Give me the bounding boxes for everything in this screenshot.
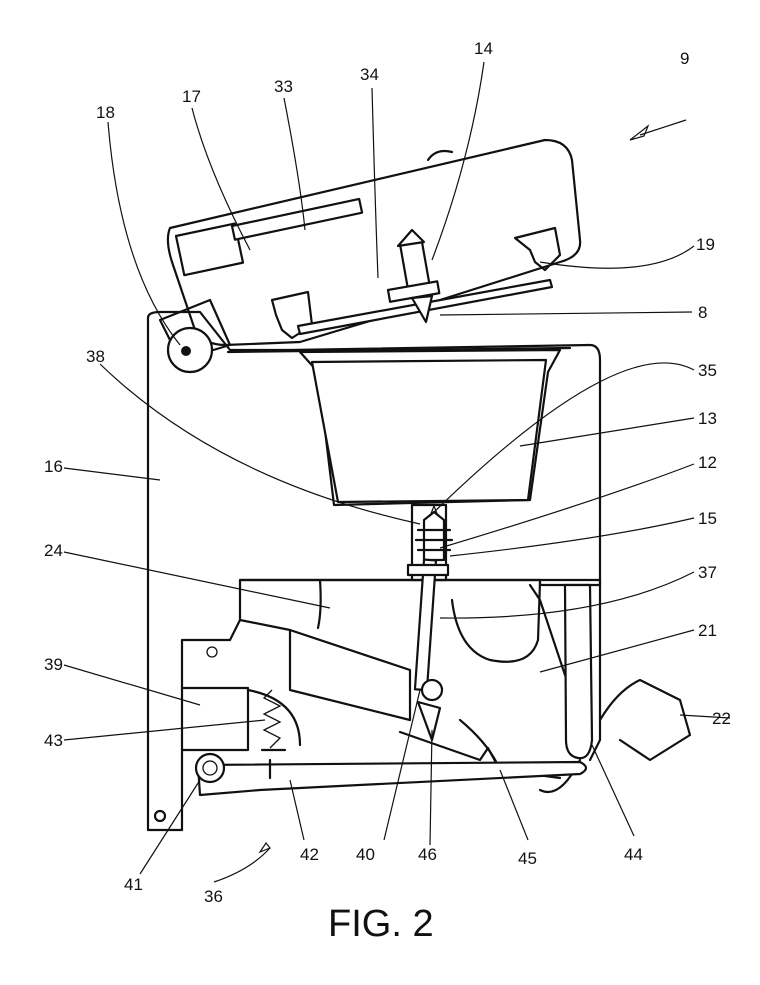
label-44: 44 [624, 845, 643, 864]
lever-assembly [180, 646, 588, 797]
label-8: 8 [698, 303, 707, 322]
label-37: 37 [698, 563, 717, 582]
label-13: 13 [698, 409, 717, 428]
label-36: 36 [204, 887, 223, 906]
label-12: 12 [698, 453, 717, 472]
label-24: 24 [44, 541, 63, 560]
label-22: 22 [712, 709, 731, 728]
leader-lines [63, 61, 731, 883]
label-19: 19 [696, 235, 715, 254]
figure-caption: FIG. 2 [328, 903, 434, 945]
label-15: 15 [698, 509, 717, 528]
label-9: 9 [680, 49, 689, 68]
reference-numerals: 9 14 34 33 17 18 19 8 38 35 13 16 12 15 … [44, 39, 731, 906]
label-38: 38 [86, 347, 105, 366]
label-40: 40 [356, 845, 375, 864]
label-46: 46 [418, 845, 437, 864]
lid [158, 138, 582, 362]
label-43: 43 [44, 731, 63, 750]
housing-body [146, 310, 602, 832]
label-33: 33 [274, 77, 293, 96]
label-18: 18 [96, 103, 115, 122]
label-17: 17 [182, 87, 201, 106]
label-42: 42 [300, 845, 319, 864]
label-14: 14 [474, 39, 493, 58]
label-35: 35 [698, 361, 717, 380]
label-39: 39 [44, 655, 63, 674]
label-16: 16 [44, 457, 63, 476]
label-41: 41 [124, 875, 143, 894]
label-34: 34 [360, 65, 379, 84]
label-21: 21 [698, 621, 717, 640]
label-45: 45 [518, 849, 537, 868]
